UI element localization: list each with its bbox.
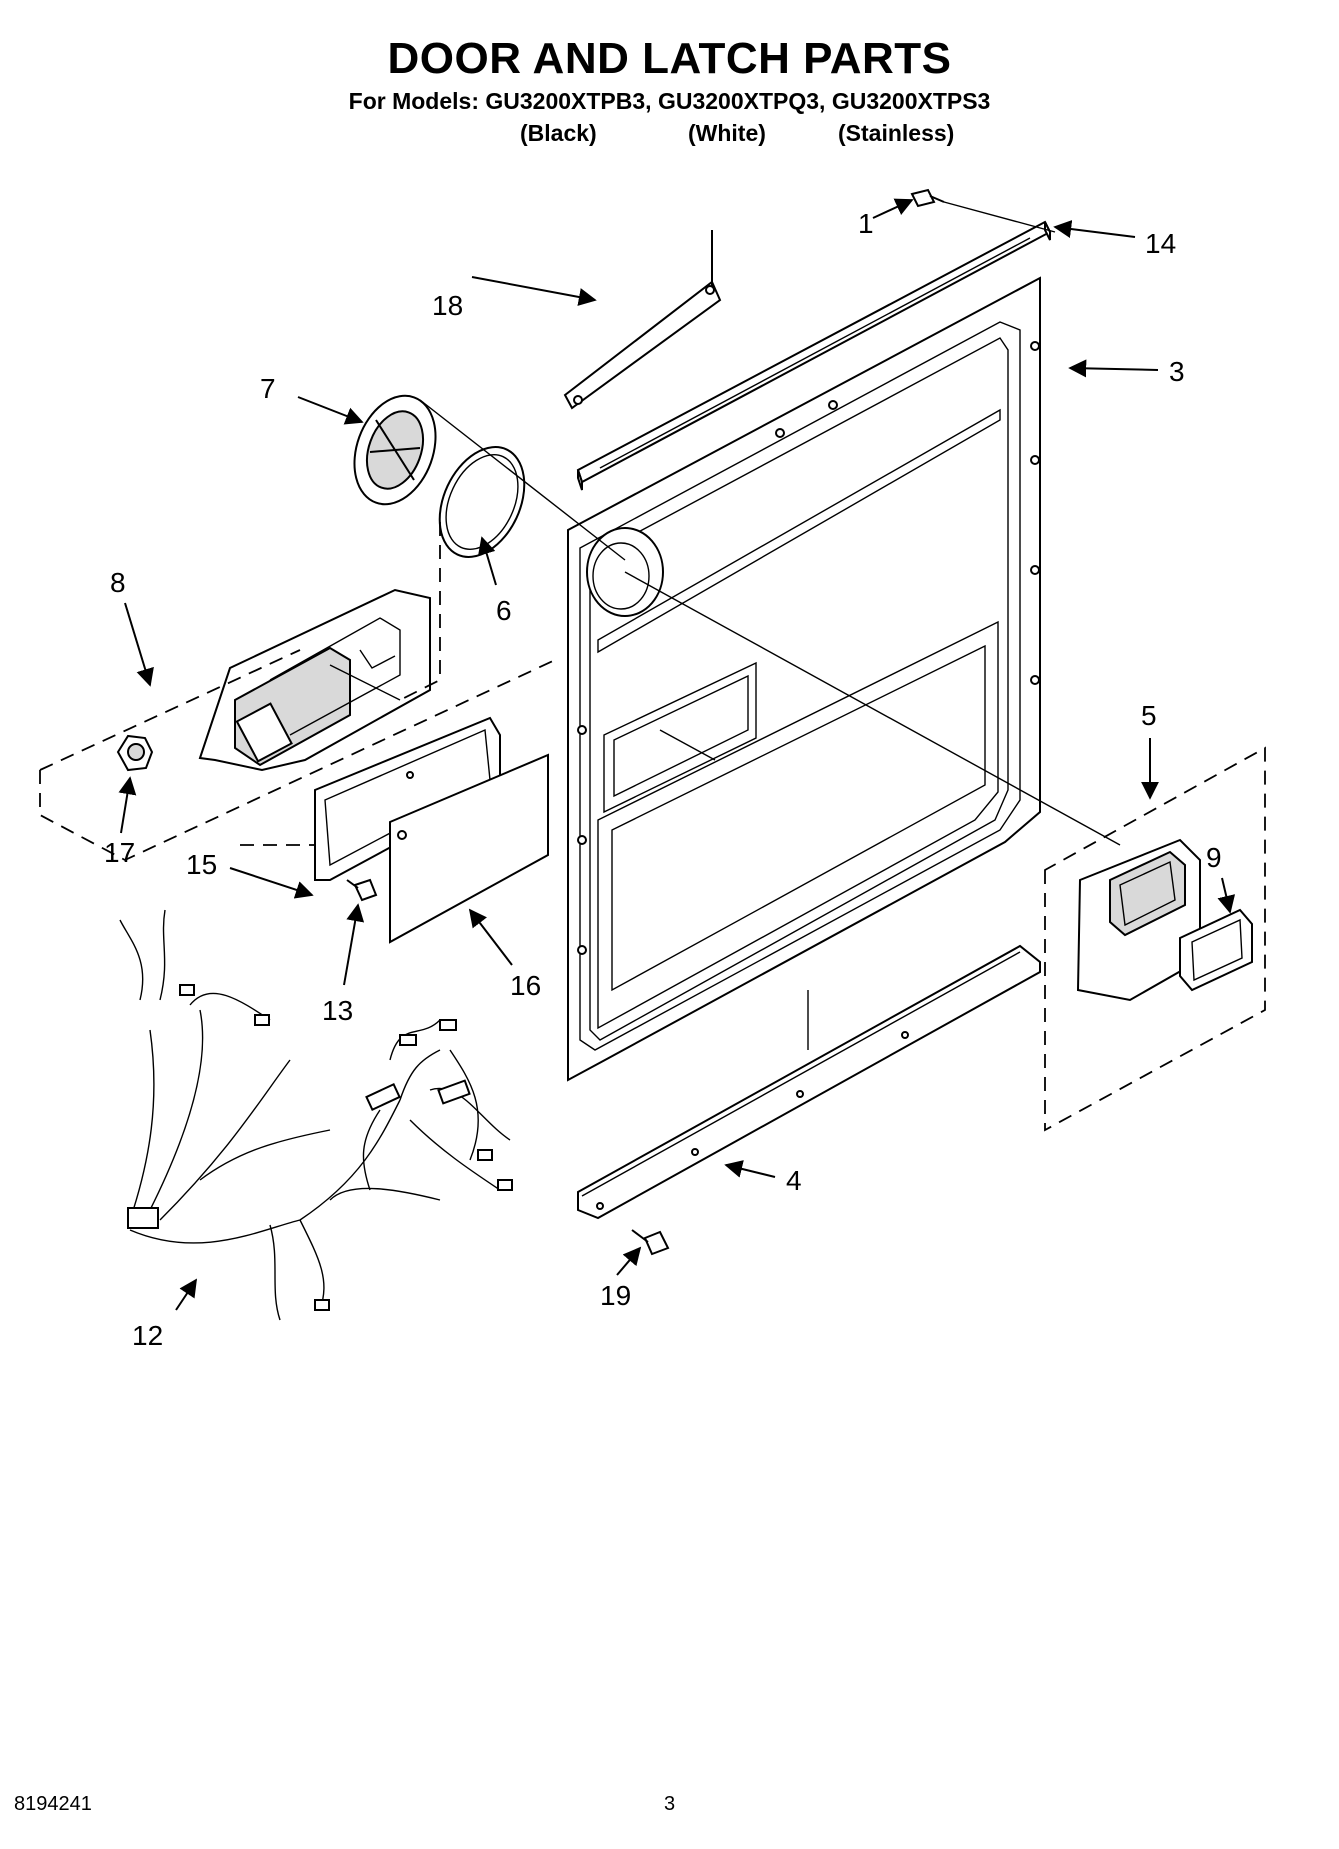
variant-stainless: (Stainless) — [838, 120, 955, 146]
bottom-channel-part — [577, 944, 1041, 1220]
wiring-harness-part — [119, 909, 513, 1321]
strike-gasket-part — [1179, 908, 1253, 992]
callout-14: 14 — [1145, 228, 1176, 259]
inner-door-panel — [567, 276, 1041, 1082]
screw-part-1 — [910, 188, 1056, 233]
page-title: DOOR AND LATCH PARTS — [387, 34, 952, 83]
board-cover-part — [389, 753, 549, 944]
strike-assembly-part — [1076, 838, 1201, 1002]
latch-assembly-part — [198, 588, 431, 772]
callout-13: 13 — [322, 995, 353, 1026]
callout-16: 16 — [510, 970, 541, 1001]
variant-white: (White) — [688, 120, 766, 146]
callout-7: 7 — [260, 373, 276, 404]
callout-17: 17 — [104, 837, 135, 868]
screw-part-13 — [346, 878, 378, 902]
callout-9: 9 — [1206, 842, 1222, 873]
screw-part-19 — [631, 1229, 670, 1256]
callout-18: 18 — [432, 290, 463, 321]
callout-4: 4 — [786, 1165, 802, 1196]
document-number: 8194241 — [14, 1793, 92, 1815]
callout-8: 8 — [110, 567, 126, 598]
top-channel-part — [576, 220, 1052, 491]
bracket-part — [563, 230, 722, 410]
callout-15: 15 — [186, 849, 217, 880]
callout-3: 3 — [1169, 356, 1185, 387]
variant-black: (Black) — [520, 120, 597, 146]
callout-19: 19 — [600, 1280, 631, 1311]
callout-1: 1 — [858, 208, 874, 239]
leader-arrows — [118, 198, 1236, 1311]
callout-12: 12 — [132, 1320, 163, 1351]
gasket-part — [438, 446, 526, 558]
cap-part — [116, 734, 154, 772]
page-number: 3 — [664, 1793, 676, 1815]
models-line: For Models: GU3200XTPB3, GU3200XTPQ3, GU… — [348, 88, 991, 114]
callout-6: 6 — [496, 595, 512, 626]
vent-part — [353, 394, 437, 506]
callout-5: 5 — [1141, 700, 1157, 731]
